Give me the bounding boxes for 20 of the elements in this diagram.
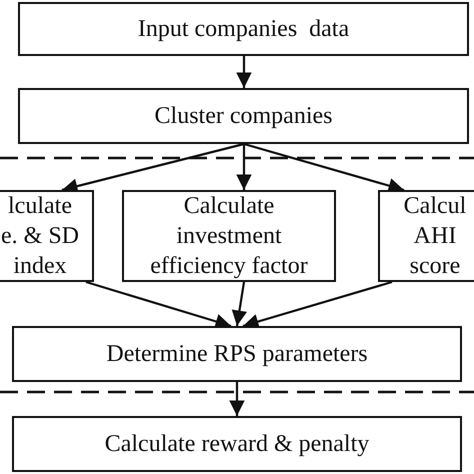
process-box: [18, 88, 469, 144]
arrow: [236, 56, 252, 88]
arrow: [229, 382, 245, 416]
process-box: [0, 190, 94, 282]
process-box: [12, 326, 462, 382]
step-label: lculate e. & SD index: [0, 192, 80, 281]
process-box: [12, 416, 462, 472]
step-label: Input companies data: [138, 15, 350, 44]
process-box: [122, 190, 336, 282]
arrow: [232, 282, 247, 326]
step-label: Calcul AHI score: [402, 192, 468, 281]
step-label: Calculate investment efficiency factor: [149, 192, 309, 281]
arrow: [236, 144, 252, 190]
step-label: Calculate reward & penalty: [104, 430, 370, 459]
arrow: [242, 280, 392, 329]
step-label: Determine RPS parameters: [106, 340, 368, 369]
arrow: [86, 280, 232, 329]
process-box: [378, 190, 474, 282]
step-label: Cluster companies: [154, 102, 332, 131]
process-box: [18, 2, 469, 56]
